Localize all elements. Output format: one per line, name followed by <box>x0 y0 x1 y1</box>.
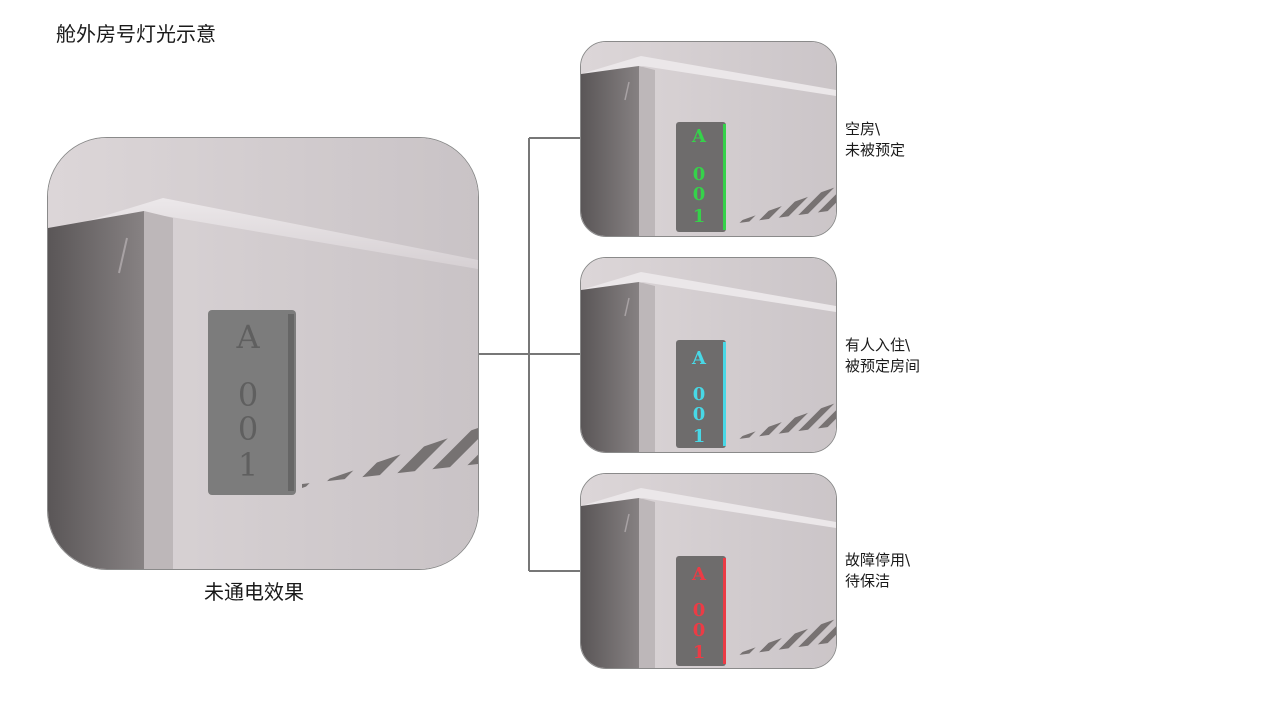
vacant-label-line-1: 空房\ <box>845 120 881 138</box>
fault-label-line-1: 故障停用\ <box>845 551 911 569</box>
plate-char: A <box>691 564 707 585</box>
fault-state-label: 故障停用\ 待保洁 <box>845 550 910 592</box>
vacant-label-line-2: 未被预定 <box>845 141 906 159</box>
plate-char: 0 <box>693 600 706 621</box>
fault-state-render: A 0 0 1 <box>580 473 837 669</box>
vacant-state-render: A 0 0 1 <box>580 41 837 237</box>
page-title: 舱外房号灯光示意 <box>56 22 216 46</box>
plate-char: 0 <box>693 164 706 185</box>
occupied-state-render: A 0 0 1 <box>580 257 837 453</box>
occupied-label-line-1: 有人入住\ <box>845 336 911 354</box>
fault-label-line-2: 待保洁 <box>845 572 891 590</box>
plate-char: 1 <box>693 206 706 227</box>
plate-char: A <box>691 348 707 369</box>
plate-char: 0 <box>693 384 706 405</box>
plate-char: 0 <box>693 184 706 205</box>
vacant-state-label: 空房\ 未被预定 <box>845 119 905 161</box>
plate-char: 1 <box>693 642 706 663</box>
plate-char: A <box>691 126 707 147</box>
plate-char: A <box>235 318 260 356</box>
plate-char: 0 <box>238 376 258 414</box>
unpowered-cabin-render: A 0 0 1 <box>47 137 479 570</box>
occupied-state-label: 有人入住\ 被预定房间 <box>845 335 920 377</box>
plate-char: 0 <box>693 620 706 641</box>
occupied-label-line-2: 被预定房间 <box>845 357 921 375</box>
plate-char: 1 <box>238 446 258 484</box>
plate-char: 0 <box>693 404 706 425</box>
unpowered-caption: 未通电效果 <box>204 580 304 604</box>
plate-char: 1 <box>693 426 706 447</box>
plate-char: 0 <box>238 410 258 448</box>
